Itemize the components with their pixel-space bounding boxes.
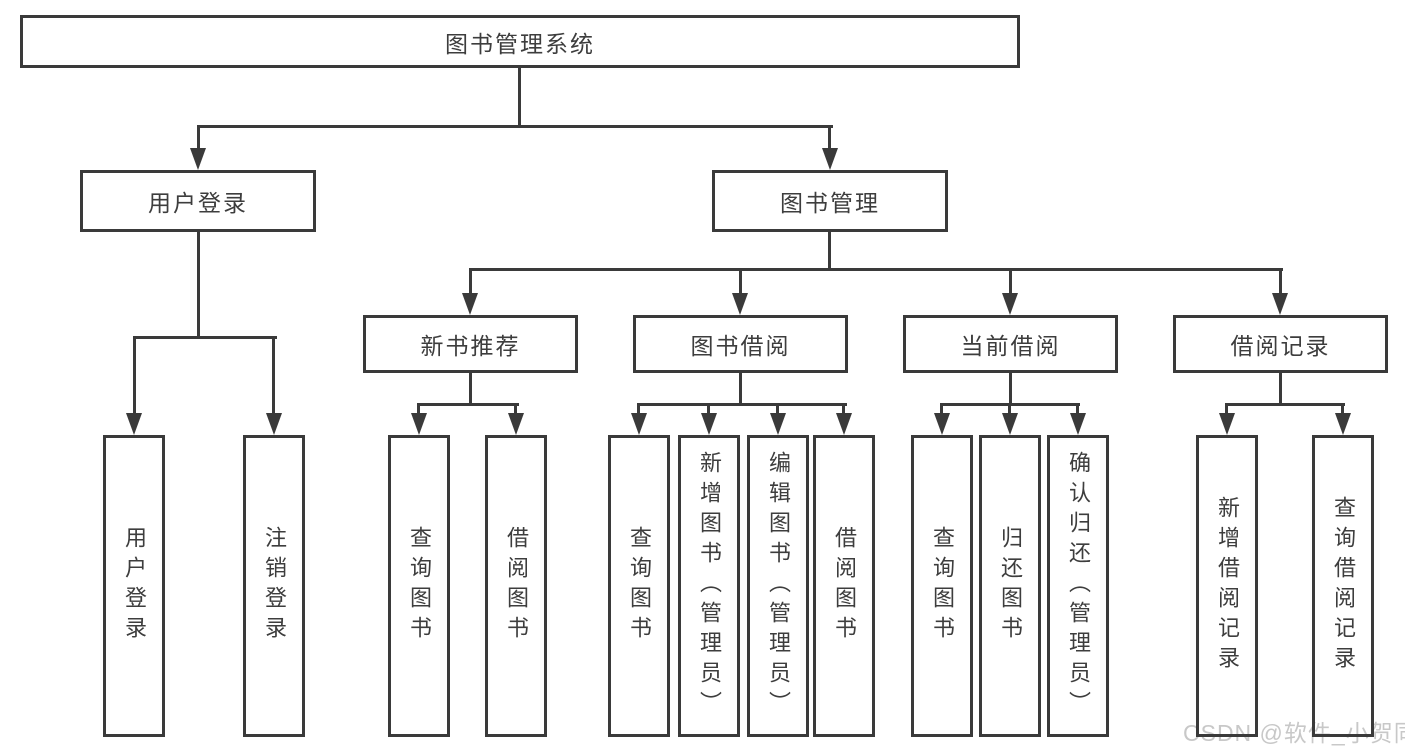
watermark: CSDN @软件_小贺同学	[1183, 720, 1405, 746]
connector-drop	[1008, 403, 1011, 417]
node-book-borrow-label: 图书借阅	[690, 333, 791, 359]
connector-bookmgmt-hbar	[469, 268, 1283, 271]
connector-drop	[1341, 403, 1344, 417]
connector-bookborrow-hbar	[637, 403, 847, 406]
node-root-label: 图书管理系统	[445, 30, 595, 57]
arrow-down-icon	[126, 413, 142, 435]
arrow-down-icon	[508, 413, 524, 435]
arrow-down-icon	[1002, 413, 1018, 435]
connector-drop	[776, 403, 779, 417]
arrow-down-icon	[701, 413, 717, 435]
leaf-br-add-record-label: 新增借阅记录	[1215, 496, 1240, 676]
arrow-down-icon	[190, 148, 206, 170]
arrow-down-icon	[1335, 413, 1351, 435]
connector-bookmgmt-stem	[828, 232, 831, 271]
node-current-borrow: 当前借阅	[903, 315, 1118, 373]
arrow-down-icon	[266, 413, 282, 435]
connector-currentborrow-stem	[1009, 373, 1012, 406]
node-user-login: 用户登录	[80, 170, 316, 232]
leaf-cb-confirm-return: 确认归还（管理员）	[1047, 435, 1109, 737]
connector-borrowrecords-hbar	[1225, 403, 1345, 406]
arrow-down-icon	[732, 293, 748, 315]
connector-drop	[417, 403, 420, 417]
connector-newbooks-stem	[469, 373, 472, 406]
arrow-down-icon	[770, 413, 786, 435]
connector-drop	[707, 403, 710, 417]
leaf-nb-borrow-books: 借阅图书	[485, 435, 547, 737]
connector-userlogin-stem	[197, 232, 200, 339]
leaf-cb-return-books: 归还图书	[979, 435, 1041, 737]
connector-bookborrow-stem	[739, 373, 742, 406]
leaf-cb-query-books-label: 查询图书	[930, 526, 955, 646]
node-new-books-label: 新书推荐	[420, 333, 521, 359]
node-borrow-records-label: 借阅记录	[1230, 333, 1331, 359]
connector-drop-user-login	[197, 125, 200, 153]
leaf-bb-borrow-books-label: 借阅图书	[832, 526, 857, 646]
leaf-nb-query-books: 查询图书	[388, 435, 450, 737]
connector-drop	[637, 403, 640, 417]
leaf-bb-add-books-label: 新增图书（管理员）	[697, 451, 722, 721]
connector-drop-new-books	[469, 268, 472, 296]
arrow-down-icon	[836, 413, 852, 435]
connector-newbooks-hbar	[417, 403, 519, 406]
leaf-logout: 注销登录	[243, 435, 305, 737]
leaf-br-query-record-label: 查询借阅记录	[1331, 496, 1356, 676]
leaf-user-login: 用户登录	[103, 435, 165, 737]
connector-drop-book-borrow	[739, 268, 742, 296]
node-borrow-records: 借阅记录	[1173, 315, 1388, 373]
connector-drop	[514, 403, 517, 417]
leaf-bb-borrow-books: 借阅图书	[813, 435, 875, 737]
node-book-mgmt-label: 图书管理	[780, 190, 880, 216]
connector-drop	[1225, 403, 1228, 417]
connector-drop-ul-logout	[272, 336, 275, 416]
leaf-nb-query-books-label: 查询图书	[407, 526, 432, 646]
leaf-cb-confirm-return-label: 确认归还（管理员）	[1066, 451, 1091, 721]
connector-drop	[940, 403, 943, 417]
leaf-logout-label: 注销登录	[262, 526, 287, 646]
node-root: 图书管理系统	[20, 15, 1020, 68]
connector-drop-book-mgmt	[828, 125, 831, 153]
leaf-user-login-label: 用户登录	[122, 526, 147, 646]
arrow-down-icon	[1002, 293, 1018, 315]
leaf-bb-edit-books-label: 编辑图书（管理员）	[766, 451, 791, 721]
node-book-mgmt: 图书管理	[712, 170, 948, 232]
arrow-down-icon	[631, 413, 647, 435]
node-user-login-label: 用户登录	[148, 190, 248, 216]
connector-drop-borrow-records	[1279, 268, 1282, 296]
arrow-down-icon	[1219, 413, 1235, 435]
leaf-bb-query-books-label: 查询图书	[627, 526, 652, 646]
leaf-bb-query-books: 查询图书	[608, 435, 670, 737]
leaf-bb-edit-books: 编辑图书（管理员）	[747, 435, 809, 737]
leaf-br-query-record: 查询借阅记录	[1312, 435, 1374, 737]
node-book-borrow: 图书借阅	[633, 315, 848, 373]
arrow-down-icon	[411, 413, 427, 435]
node-current-borrow-label: 当前借阅	[960, 333, 1061, 359]
arrow-down-icon	[822, 148, 838, 170]
leaf-cb-return-books-label: 归还图书	[998, 526, 1023, 646]
arrow-down-icon	[1272, 293, 1288, 315]
connector-borrowrecords-stem	[1279, 373, 1282, 406]
connector-root-hbar	[197, 125, 833, 128]
leaf-nb-borrow-books-label: 借阅图书	[504, 526, 529, 646]
leaf-cb-query-books: 查询图书	[911, 435, 973, 737]
connector-userlogin-hbar	[133, 336, 277, 339]
node-new-books: 新书推荐	[363, 315, 578, 373]
connector-root-stem	[518, 68, 521, 128]
leaf-br-add-record: 新增借阅记录	[1196, 435, 1258, 737]
arrow-down-icon	[462, 293, 478, 315]
connector-drop	[842, 403, 845, 417]
connector-drop-current-borrow	[1009, 268, 1012, 296]
arrow-down-icon	[1070, 413, 1086, 435]
arrow-down-icon	[934, 413, 950, 435]
connector-drop	[1076, 403, 1079, 417]
leaf-bb-add-books: 新增图书（管理员）	[678, 435, 740, 737]
connector-drop-ul-login	[133, 336, 136, 416]
